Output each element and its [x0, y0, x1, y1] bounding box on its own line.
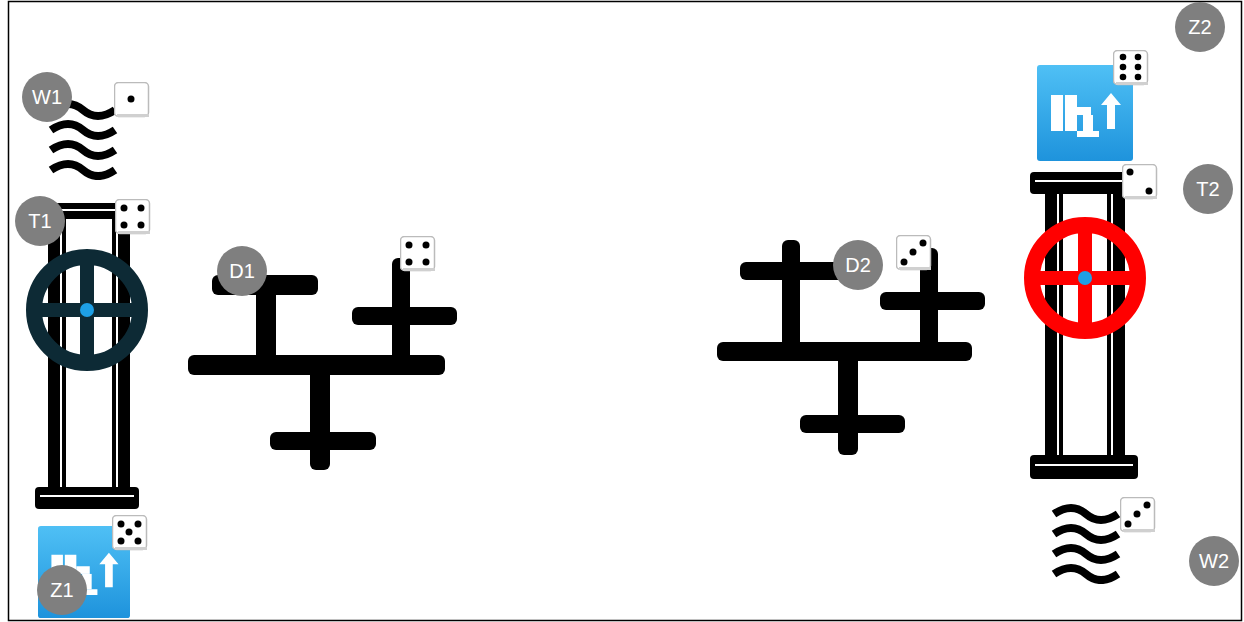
water-tile: [1054, 508, 1118, 580]
marker-circle: D2: [833, 240, 883, 290]
marker-label: D1: [229, 261, 255, 281]
tower-right: [1029, 172, 1141, 479]
die-face: [1123, 165, 1158, 200]
pipe-network-right: [717, 240, 985, 455]
die-face: [401, 237, 436, 272]
marker-circle: Z1: [37, 565, 87, 615]
marker-label: Z1: [50, 580, 73, 600]
marker-circle: W2: [1189, 536, 1239, 586]
marker-circle: T1: [15, 196, 65, 246]
die-face: [1121, 498, 1156, 533]
marker-label: T2: [1196, 179, 1219, 199]
board-border: [9, 2, 1242, 621]
marker-label: D2: [845, 255, 871, 275]
marker-circle: D1: [217, 246, 267, 296]
die-face: [116, 200, 151, 235]
die-face: [115, 83, 150, 118]
tower-left: [31, 203, 143, 509]
die-face: [1114, 51, 1149, 86]
marker-circle: T2: [1183, 164, 1233, 214]
marker-label: W1: [32, 87, 62, 107]
marker-circle: Z2: [1175, 2, 1225, 52]
marker-circle: W1: [22, 72, 72, 122]
die-face: [897, 236, 932, 271]
die-face: [113, 516, 148, 551]
marker-label: Z2: [1188, 17, 1211, 37]
marker-label: T1: [28, 211, 51, 231]
marker-label: W2: [1199, 551, 1229, 571]
